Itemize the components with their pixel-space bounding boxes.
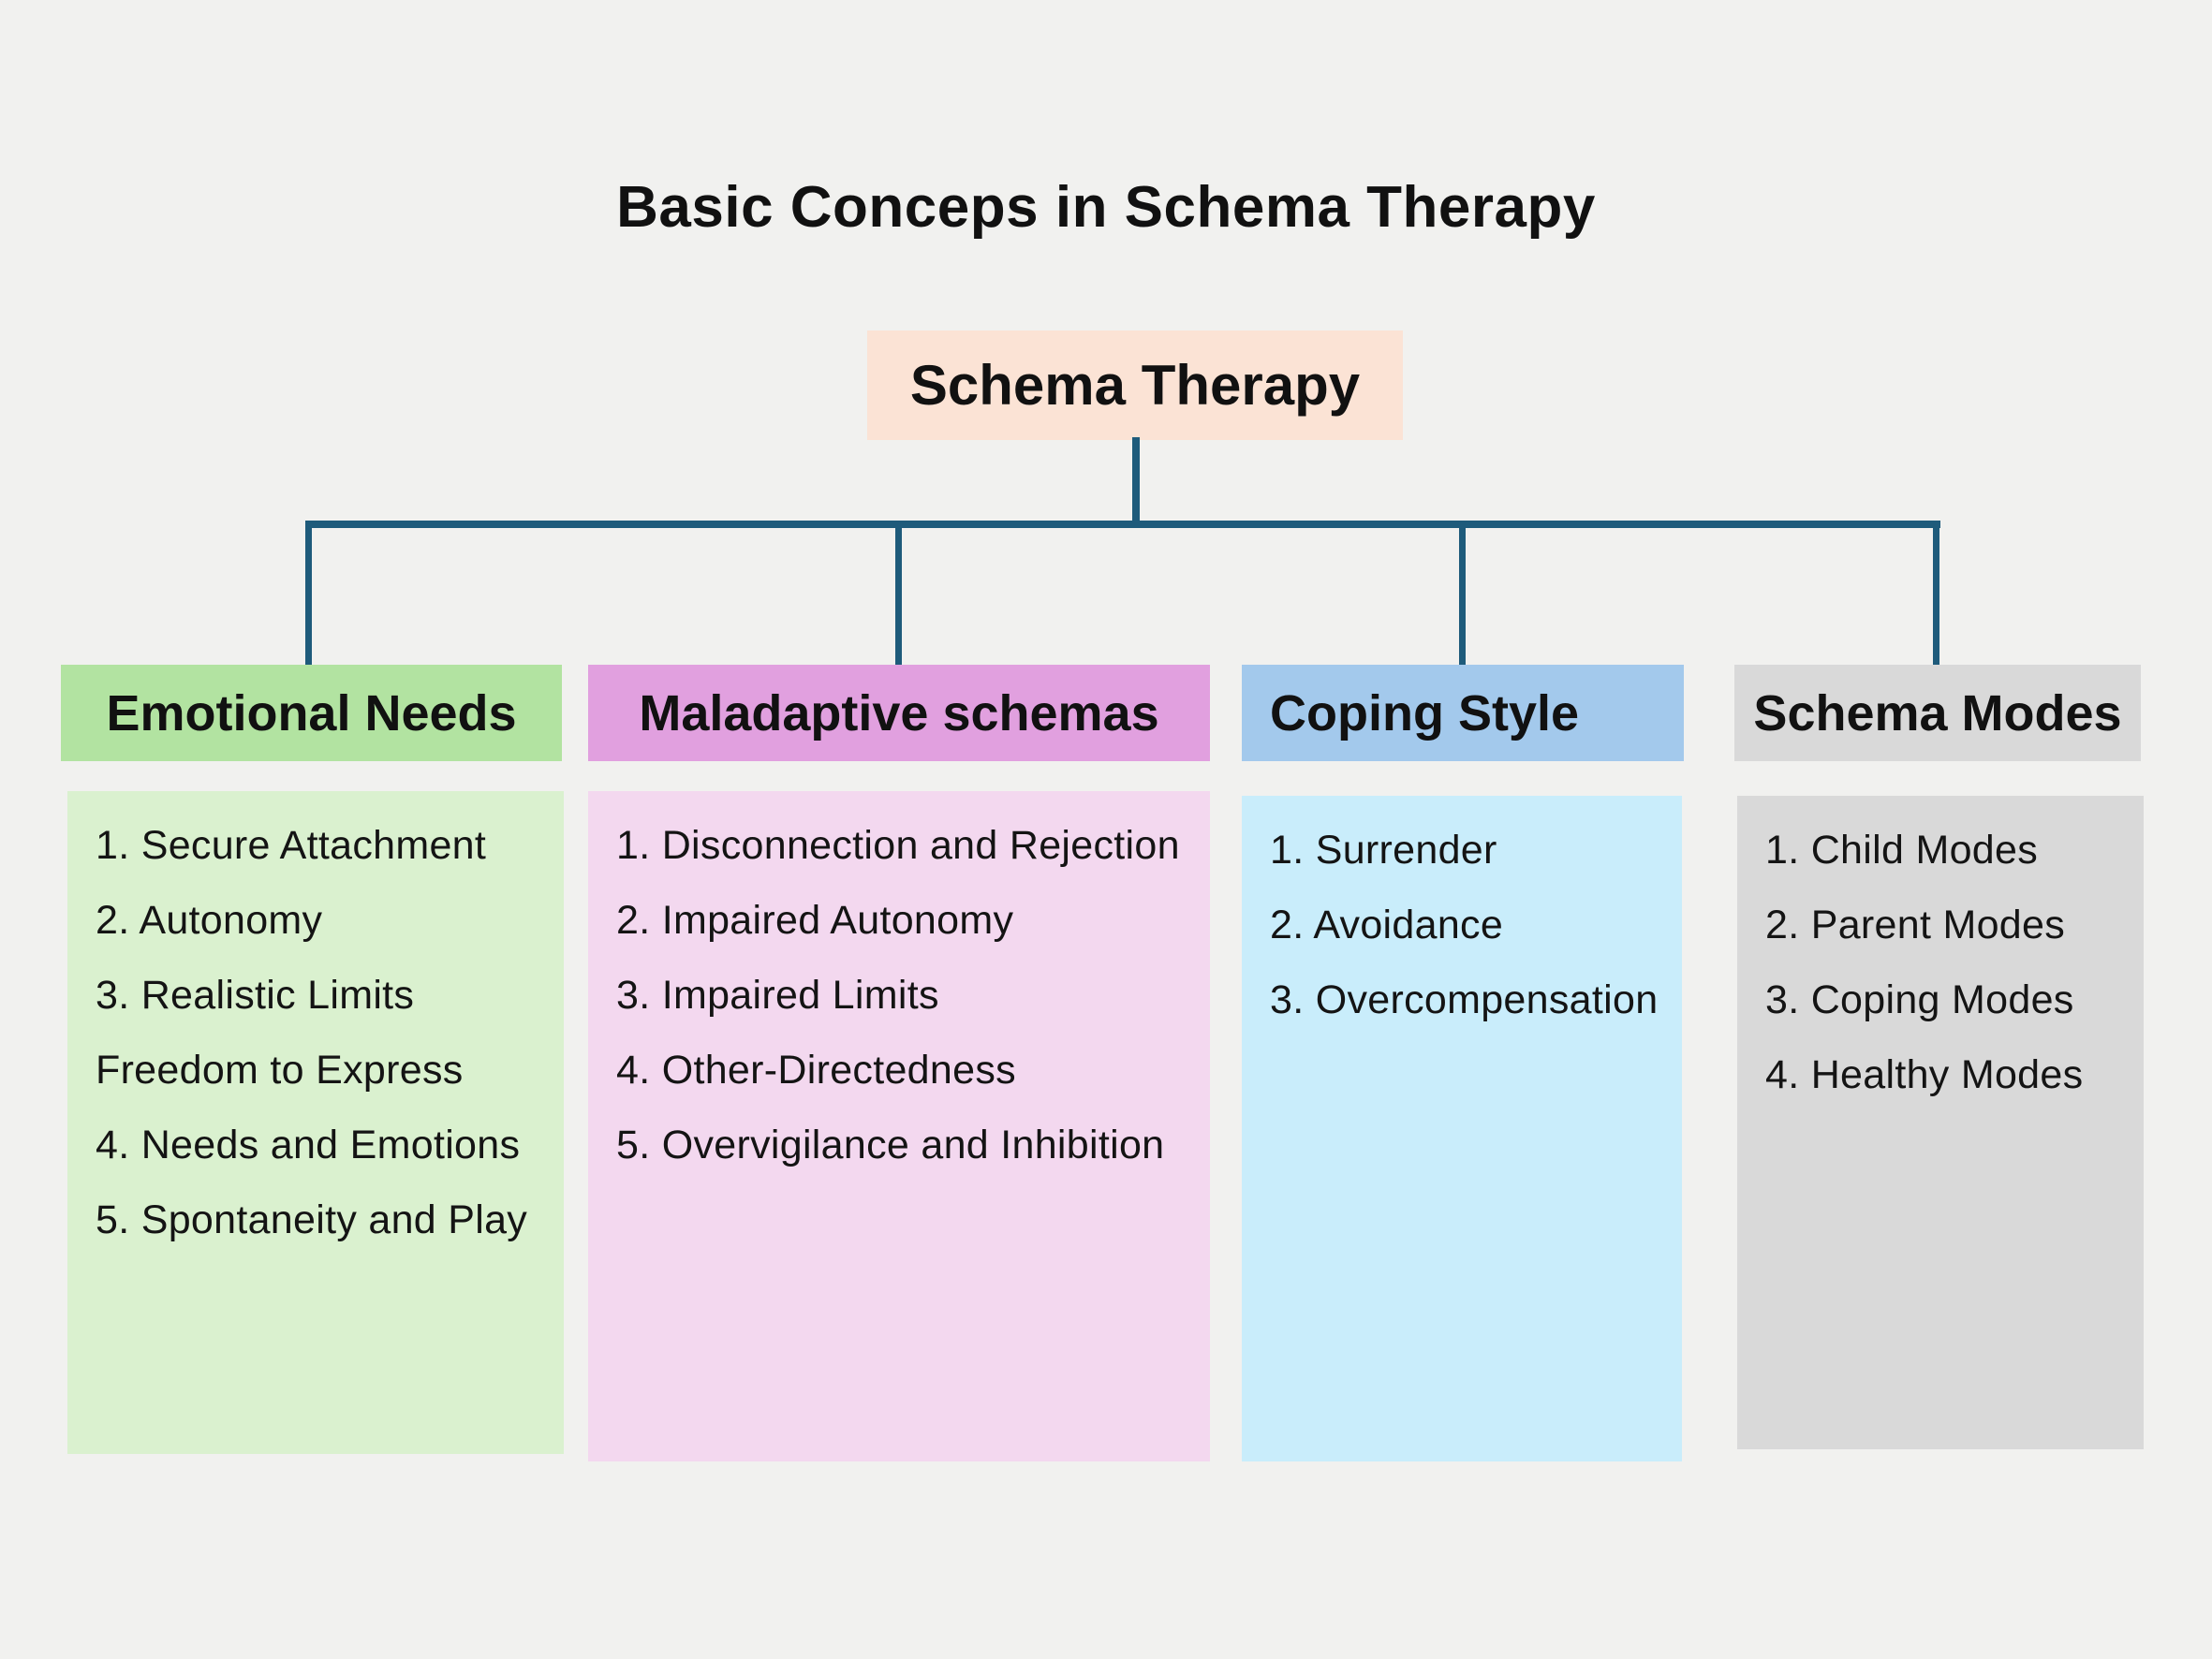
column-header-label: Coping Style [1270,684,1580,741]
list-item: Freedom to Express [96,1048,464,1093]
list-item: 4. Other-Directedness [616,1048,1016,1093]
column-header-label: Emotional Needs [106,684,517,741]
column-header-coping-style: Coping Style [1242,665,1684,761]
connector-coping-style [1459,521,1466,665]
column-header-label: Schema Modes [1753,684,2122,741]
column-body-schema-modes: 1. Child Modes 2. Parent Modes 3. Coping… [1737,796,2144,1449]
list-item: 1. Disconnection and Rejection [616,823,1180,868]
connector-schema-modes [1933,521,1939,665]
column-header-schema-modes: Schema Modes [1734,665,2141,761]
column-body-coping-style: 1. Surrender 2. Avoidance 3. Overcompens… [1242,796,1682,1461]
column-body-maladaptive-schemas: 1. Disconnection and Rejection 2. Impair… [588,791,1210,1461]
connector-maladaptive-schemas [895,521,902,665]
root-node-label: Schema Therapy [909,354,1361,417]
list-item: 1. Child Modes [1765,828,2039,873]
connector-horizontal-line [305,521,1940,528]
list-item: 4. Needs and Emotions [96,1123,521,1167]
list-item: 3. Impaired Limits [616,973,939,1018]
list-item: 1. Surrender [1270,828,1497,873]
column-header-emotional-needs: Emotional Needs [61,665,562,761]
list-item: 5. Spontaneity and Play [96,1197,528,1242]
connector-root-stem [1132,437,1140,526]
list-item: 1. Secure Attachment [96,823,487,868]
list-item: 4. Healthy Modes [1765,1052,2084,1097]
list-item: 2. Parent Modes [1765,903,2066,947]
column-body-emotional-needs: 1. Secure Attachment 2. Autonomy 3. Real… [67,791,564,1454]
list-item: 3. Coping Modes [1765,977,2074,1022]
list-item: 2. Avoidance [1270,903,1504,947]
list-item: 3. Overcompensation [1270,977,1659,1022]
column-header-label: Maladaptive schemas [639,684,1159,741]
column-header-maladaptive-schemas: Maladaptive schemas [588,665,1210,761]
root-node: Schema Therapy [867,330,1403,440]
page-title: Basic Conceps in Schema Therapy [616,175,1596,240]
list-item: 2. Autonomy [96,898,323,943]
list-item: 2. Impaired Autonomy [616,898,1014,943]
connector-emotional-needs [305,521,312,665]
list-item: 3. Realistic Limits [96,973,415,1018]
list-item: 5. Overvigilance and Inhibition [616,1123,1165,1167]
